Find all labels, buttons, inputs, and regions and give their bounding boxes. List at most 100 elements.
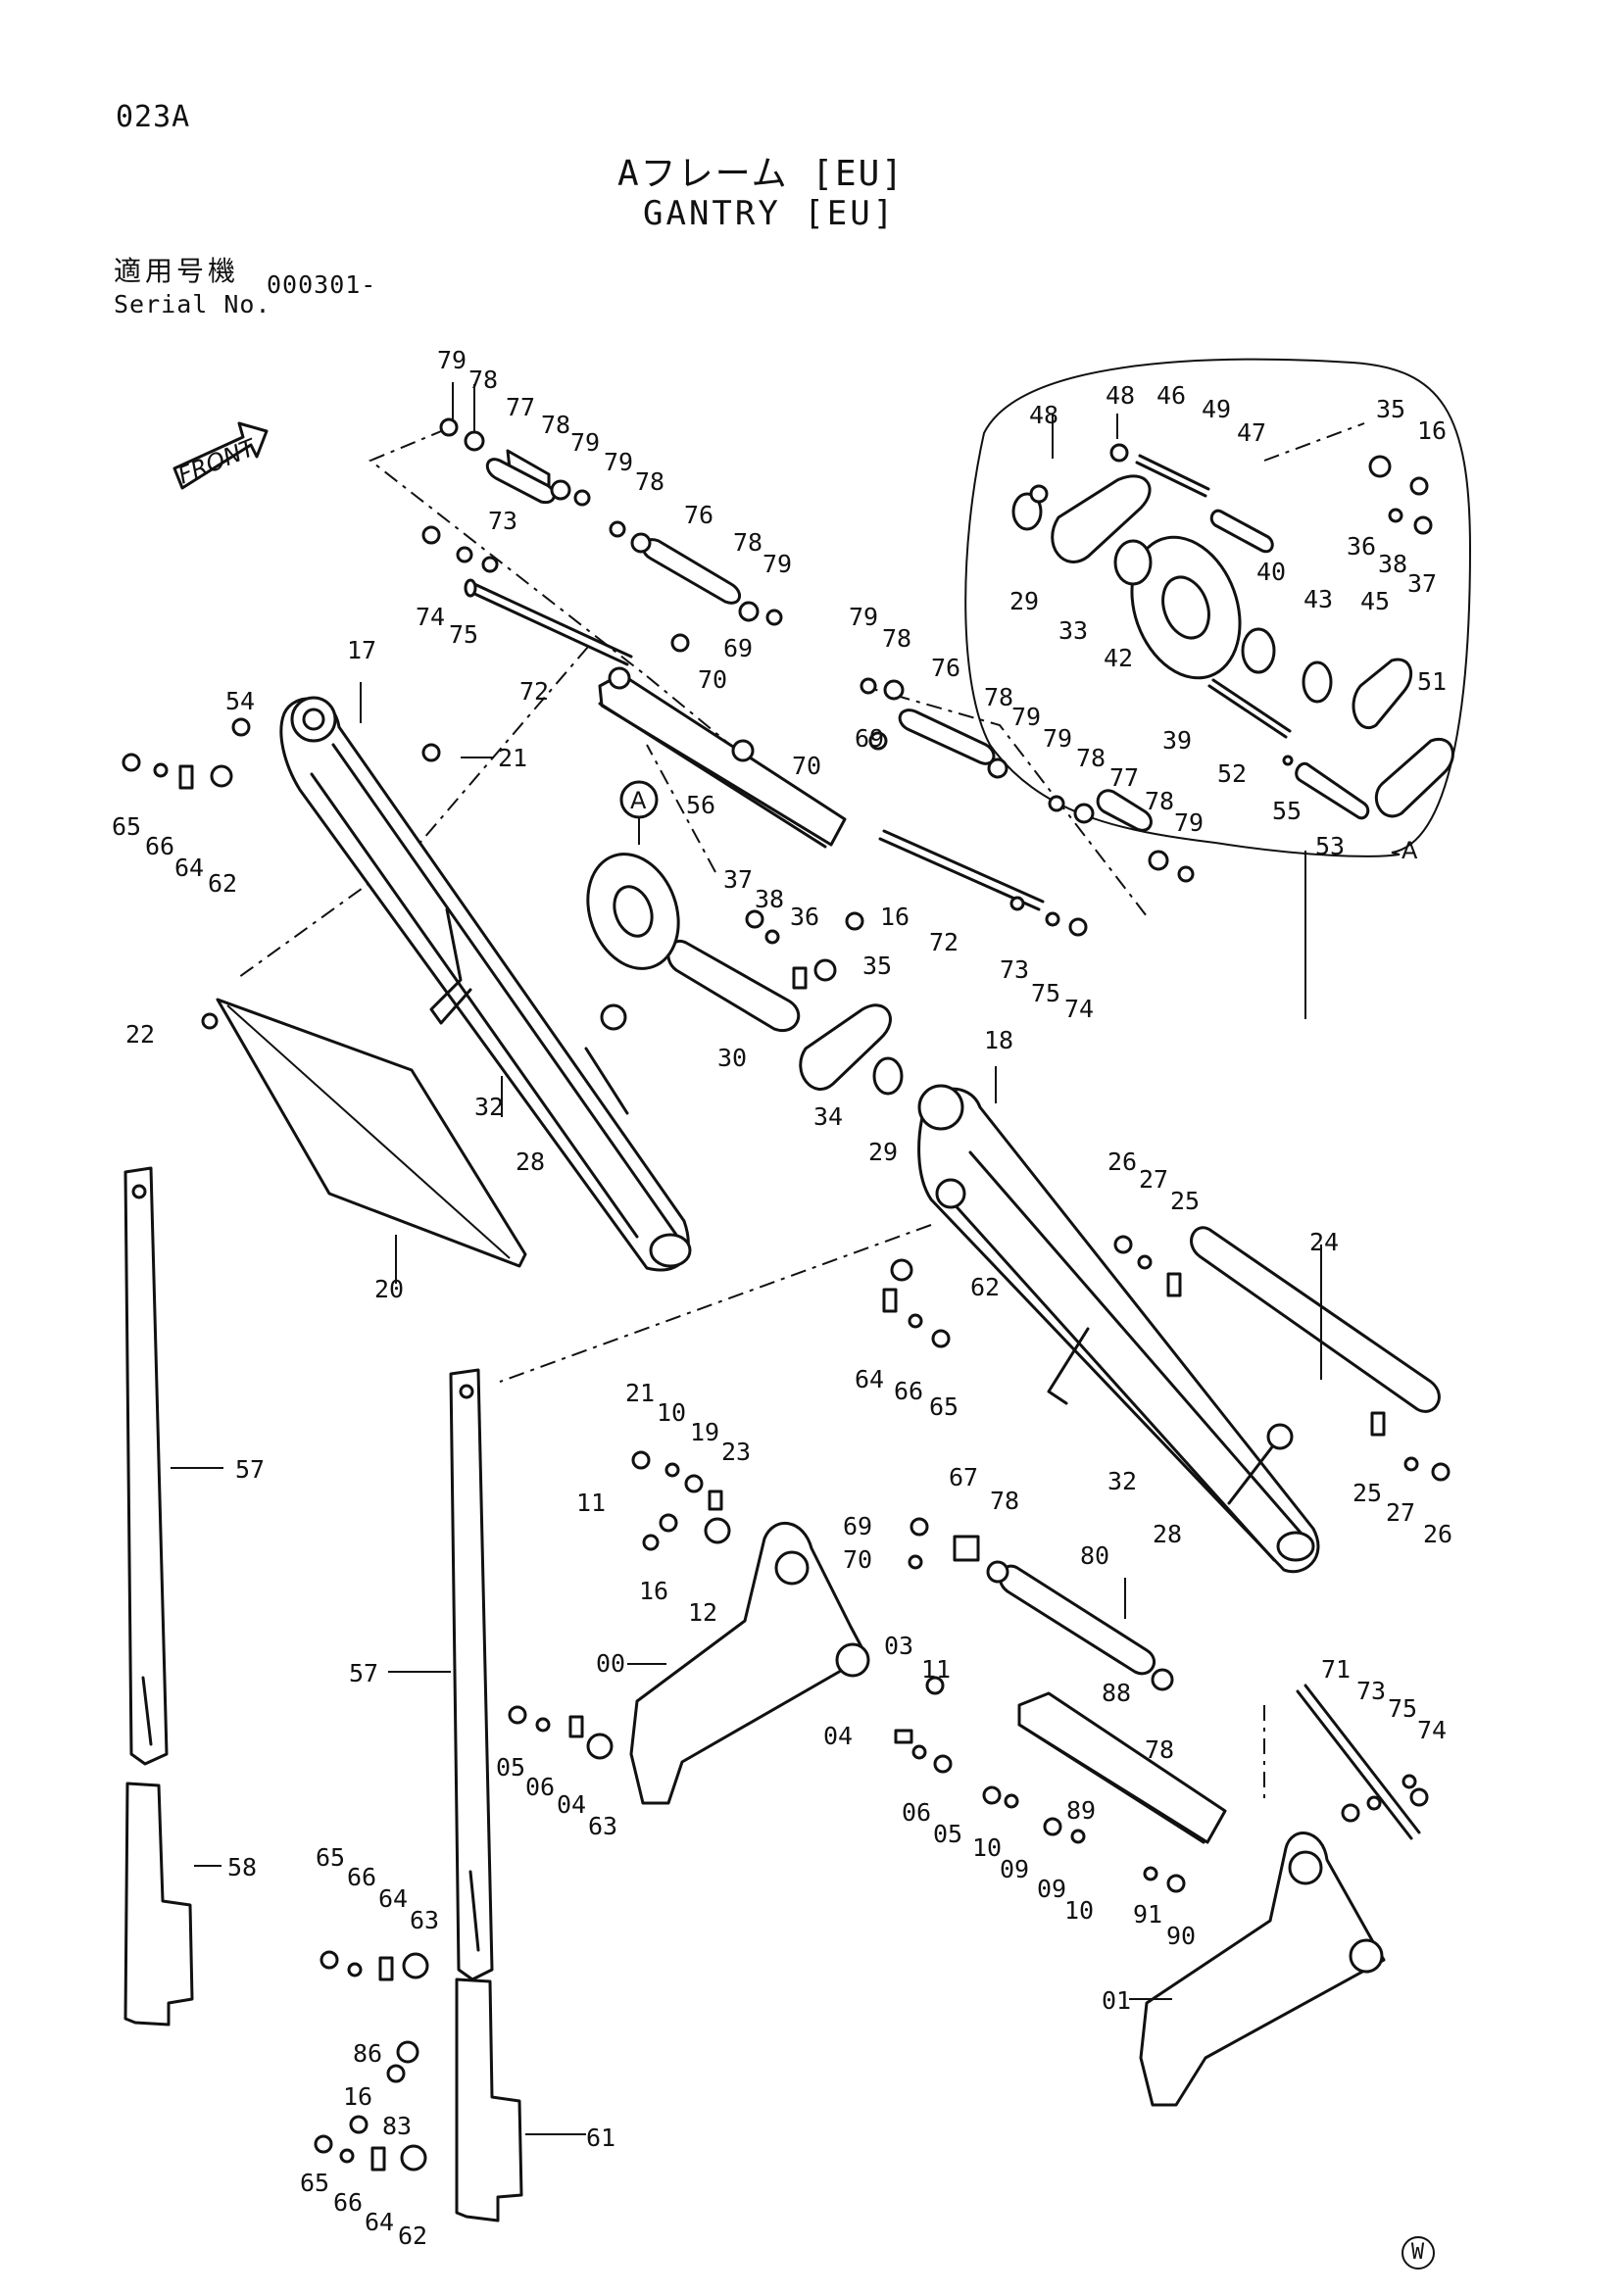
- pin-71: [1296, 1684, 1421, 1840]
- part-label: 30: [717, 1044, 747, 1072]
- part-label: 00: [596, 1649, 625, 1678]
- part-label: 79: [1011, 703, 1041, 731]
- collar-43: [1302, 660, 1333, 704]
- part-label: 57: [235, 1455, 265, 1484]
- collar-40: [1241, 627, 1276, 674]
- part-label: 63: [410, 1906, 439, 1934]
- part-label: 78: [990, 1487, 1019, 1515]
- detail-label-a: A: [1402, 837, 1418, 864]
- part-label: 10: [1064, 1896, 1094, 1925]
- title-english: GANTRY [EU]: [643, 194, 897, 233]
- part-label: 11: [576, 1489, 606, 1517]
- part-label: 79: [570, 428, 600, 457]
- gantry-leg-18: [917, 1084, 1320, 1574]
- part-label: 76: [931, 654, 960, 682]
- part-label: 27: [1386, 1498, 1415, 1527]
- part-label: 62: [208, 869, 237, 898]
- part-label: 64: [365, 2208, 394, 2236]
- part-label: 33: [1058, 616, 1088, 645]
- part-label: 18: [984, 1026, 1013, 1054]
- part-label: 38: [1378, 550, 1407, 578]
- part-label: 70: [698, 665, 727, 694]
- part-label: 16: [880, 903, 910, 931]
- part-label: 32: [474, 1093, 504, 1121]
- part-label: 10: [657, 1398, 686, 1427]
- part-label: 01: [1102, 1986, 1131, 2015]
- part-label: 79: [437, 346, 467, 374]
- part-label: 05: [496, 1753, 525, 1782]
- part-label: 64: [378, 1884, 408, 1913]
- part-label: 69: [723, 634, 753, 662]
- part-label: 40: [1256, 558, 1286, 586]
- part-label: 65: [300, 2169, 329, 2197]
- plate-20: [216, 998, 527, 1268]
- small-hardware: [122, 417, 1451, 2172]
- link-57-left: [123, 1166, 169, 1766]
- part-label: 66: [347, 1863, 376, 1891]
- front-arrow-label: FRONT: [174, 433, 262, 490]
- part-label: 70: [843, 1545, 872, 1574]
- tube-24: [1190, 1226, 1441, 1413]
- plate-45: [1352, 658, 1413, 729]
- part-label: 21: [625, 1379, 655, 1407]
- part-label: 35: [862, 952, 892, 980]
- part-label: 89: [1066, 1796, 1096, 1825]
- part-label: 05: [933, 1820, 962, 1848]
- part-label: 75: [1031, 979, 1060, 1007]
- tube-80: [998, 1564, 1156, 1676]
- serial-label-japanese: 適用号機: [114, 255, 240, 287]
- part-label: 79: [604, 448, 633, 476]
- part-label: 86: [353, 2039, 382, 2068]
- part-label: 91: [1133, 1900, 1162, 1929]
- part-label: 77: [506, 393, 535, 421]
- cross-frame-56: [598, 666, 847, 849]
- part-label: 55: [1272, 797, 1302, 825]
- part-label: 61: [586, 2124, 615, 2152]
- part-label: 12: [688, 1598, 717, 1627]
- part-label: 67: [949, 1463, 978, 1491]
- part-label: 48: [1029, 401, 1058, 429]
- tube-76-lower: [898, 708, 996, 765]
- part-label: 29: [1009, 587, 1039, 615]
- part-label: 90: [1166, 1922, 1196, 1950]
- part-label: 47: [1237, 418, 1266, 447]
- detail-a-marker: A: [619, 780, 659, 845]
- part-label: 79: [1174, 808, 1204, 837]
- part-label: 20: [374, 1275, 404, 1303]
- part-label: 76: [684, 501, 713, 529]
- pulley-39: [1130, 535, 1242, 680]
- part-label: 36: [790, 903, 819, 931]
- part-label: 34: [813, 1102, 843, 1131]
- tube-77-lower: [1096, 789, 1153, 832]
- bushing-29: [872, 1056, 904, 1096]
- part-label: 79: [849, 603, 878, 631]
- part-label: 16: [343, 2082, 372, 2111]
- part-label: 83: [382, 2112, 412, 2140]
- part-label: 27: [1139, 1165, 1168, 1194]
- footer-mark: W: [1402, 2236, 1435, 2270]
- pulley-assembly-a: [586, 853, 680, 970]
- frame-00: [629, 1522, 870, 1805]
- pin-52: [1207, 678, 1292, 739]
- part-label: 78: [882, 624, 911, 653]
- part-label: 26: [1423, 1520, 1452, 1548]
- part-label: 51: [1417, 667, 1447, 696]
- part-label: 72: [929, 928, 959, 956]
- part-label: 78: [635, 467, 664, 496]
- tube-30: [666, 939, 801, 1033]
- part-label: 65: [316, 1843, 345, 1872]
- part-label: 78: [468, 366, 498, 394]
- pin-53: [1295, 761, 1370, 820]
- part-label: 36: [1347, 532, 1376, 561]
- bushing-42: [1113, 539, 1153, 586]
- part-label: 62: [970, 1273, 1000, 1301]
- part-label: 66: [333, 2188, 363, 2217]
- part-label: 37: [723, 865, 753, 894]
- part-label: 64: [855, 1365, 884, 1393]
- part-label: 57: [349, 1659, 378, 1687]
- part-label: 79: [762, 550, 792, 578]
- part-label: 09: [1037, 1875, 1066, 1903]
- part-label: 65: [929, 1392, 959, 1421]
- part-label: 75: [449, 620, 478, 649]
- part-label: 62: [398, 2222, 427, 2250]
